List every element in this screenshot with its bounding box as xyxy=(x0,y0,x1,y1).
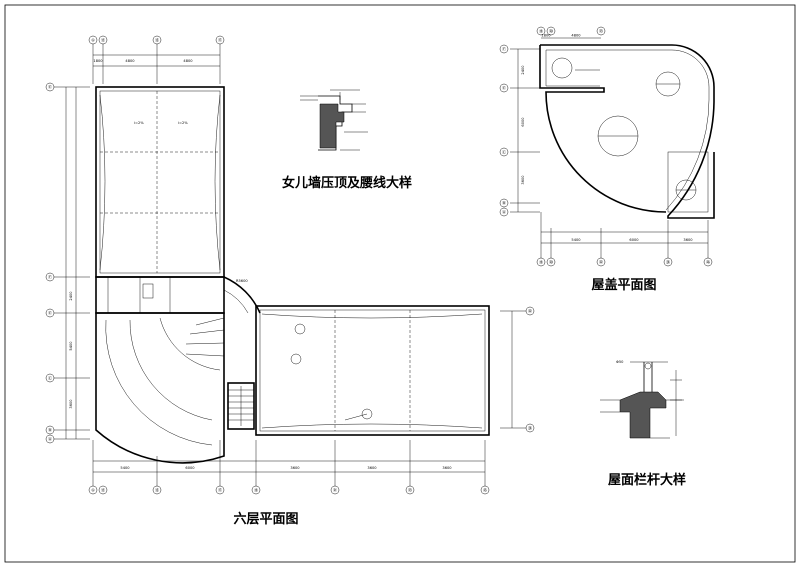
svg-text:Ⓔ: Ⓔ xyxy=(48,84,52,90)
railing-detail: Φ50 xyxy=(600,360,684,439)
svg-text:6000: 6000 xyxy=(521,117,525,127)
parapet-detail-title: 女儿墙压顶及腰线大样 xyxy=(282,175,412,191)
sheet-border xyxy=(4,4,796,563)
svg-text:⑬: ⑬ xyxy=(101,487,105,493)
svg-text:⑰: ⑰ xyxy=(218,487,222,493)
svg-text:㉓: ㉓ xyxy=(599,28,603,34)
svg-text:4800: 4800 xyxy=(125,59,135,63)
svg-text:⑳: ⑳ xyxy=(549,28,553,34)
svg-text:Ⓑ: Ⓑ xyxy=(502,200,506,206)
axis-top-3: ⑮ xyxy=(155,37,159,43)
svg-text:⑳: ⑳ xyxy=(549,259,553,265)
axis-top-2: ⑬ xyxy=(101,37,105,43)
svg-text:2400: 2400 xyxy=(69,291,73,301)
svg-text:5400: 5400 xyxy=(69,341,73,351)
svg-text:㉖: ㉖ xyxy=(706,259,710,265)
sixth-floor-plan: ① ⑬ ⑮ ⑰ 1800 4800 4800 Ⓔ Ⓕ Ⓔ Ⓒ Ⓑ Ⓐ 2400 … xyxy=(45,35,535,495)
svg-text:3600: 3600 xyxy=(521,175,525,185)
parapet-detail xyxy=(300,89,368,151)
svg-text:R5600: R5600 xyxy=(236,279,248,283)
svg-text:㉒: ㉒ xyxy=(528,308,532,314)
svg-text:i=2%: i=2% xyxy=(178,121,188,125)
svg-text:Ⓒ: Ⓒ xyxy=(48,375,52,381)
svg-text:㉓: ㉓ xyxy=(408,487,412,493)
svg-text:Ⓔ: Ⓔ xyxy=(48,310,52,316)
svg-text:Ⓐ: Ⓐ xyxy=(48,436,52,442)
axis-top-4: ⑰ xyxy=(218,37,222,43)
svg-text:①: ① xyxy=(91,488,95,493)
svg-text:⑲: ⑲ xyxy=(539,259,543,265)
sixth-floor-plan-title: 六层平面图 xyxy=(233,511,298,527)
svg-text:Ⓕ: Ⓕ xyxy=(502,46,506,52)
svg-text:5400: 5400 xyxy=(571,238,581,242)
svg-text:⑮: ⑮ xyxy=(155,487,159,493)
svg-text:⑲: ⑲ xyxy=(539,28,543,34)
svg-text:3600: 3600 xyxy=(442,466,452,470)
svg-text:2400: 2400 xyxy=(521,65,525,75)
roof-plan-title: 屋盖平面图 xyxy=(591,277,656,293)
svg-text:6000: 6000 xyxy=(629,238,639,242)
svg-text:Ⓐ: Ⓐ xyxy=(502,209,506,215)
svg-text:5400: 5400 xyxy=(120,466,130,470)
railing-detail-title: 屋面栏杆大样 xyxy=(608,472,686,488)
svg-text:1800: 1800 xyxy=(541,34,551,38)
svg-text:㉑: ㉑ xyxy=(333,487,337,493)
roof-plan: ⑲ ⑳ ㉓ 1800 4800 Ⓕ Ⓔ Ⓒ Ⓑ Ⓐ 2400 6000 3600 xyxy=(499,26,715,267)
svg-text:1800: 1800 xyxy=(93,59,103,63)
svg-text:Ⓔ: Ⓔ xyxy=(502,85,506,91)
svg-text:4800: 4800 xyxy=(183,59,193,63)
svg-text:㉔: ㉔ xyxy=(528,425,532,431)
svg-text:3600: 3600 xyxy=(683,238,693,242)
svg-text:Φ50: Φ50 xyxy=(616,360,624,364)
svg-text:㉕: ㉕ xyxy=(483,487,487,493)
svg-text:3600: 3600 xyxy=(290,466,300,470)
svg-text:㉒: ㉒ xyxy=(599,259,603,265)
svg-text:Ⓒ: Ⓒ xyxy=(502,149,506,155)
svg-text:6000: 6000 xyxy=(185,466,195,470)
svg-text:Ⓕ: Ⓕ xyxy=(48,274,52,280)
svg-text:3600: 3600 xyxy=(367,466,377,470)
svg-text:⑲: ⑲ xyxy=(254,487,258,493)
svg-text:i=2%: i=2% xyxy=(134,121,144,125)
svg-text:㉔: ㉔ xyxy=(666,259,670,265)
svg-text:3600: 3600 xyxy=(69,399,73,409)
axis-top-1: ① xyxy=(91,38,95,43)
svg-text:4800: 4800 xyxy=(571,34,581,38)
svg-text:Ⓑ: Ⓑ xyxy=(48,427,52,433)
